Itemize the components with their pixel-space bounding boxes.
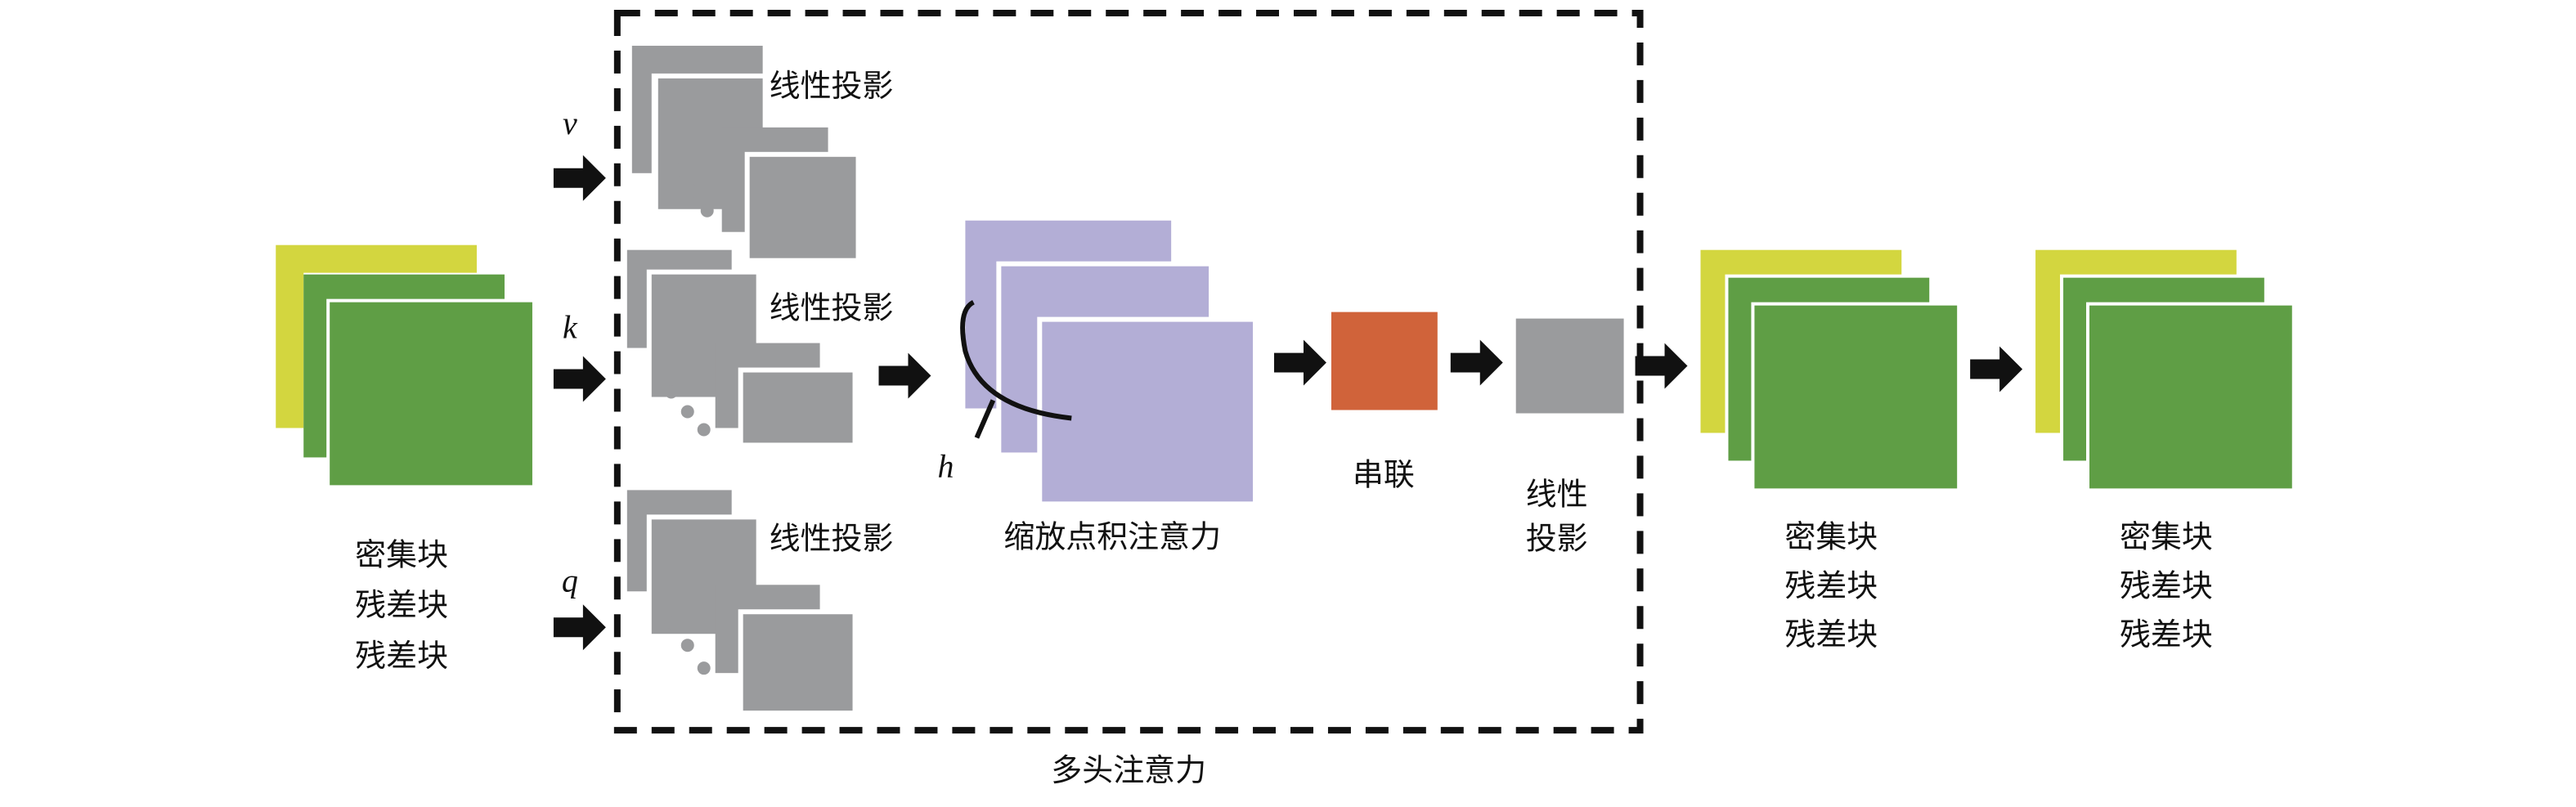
attention-label: 缩放点积注意力 (1003, 518, 1221, 554)
v-projection-stack (631, 45, 861, 267)
heads-brace (960, 299, 1072, 421)
k-label: k (563, 309, 578, 346)
heads-label: h (937, 447, 954, 484)
to-attention-arrow-icon (878, 352, 931, 399)
k-projection-label: 线性投影 (770, 290, 894, 326)
to-concat-arrow-icon (1274, 339, 1326, 386)
input-label-line2: 残差块 (355, 587, 448, 623)
to-output2-arrow-icon (1970, 346, 2023, 392)
input-label-line3: 残差块 (355, 638, 448, 674)
v-label: v (563, 105, 577, 141)
v-arrow-icon (553, 155, 606, 201)
output-feature-stack-1 (1700, 249, 1961, 492)
output1-label-line2: 残差块 (1784, 567, 1878, 603)
concat-block (1331, 312, 1438, 410)
output2-label-line3: 残差块 (2120, 616, 2213, 652)
multihead-label: 多头注意力 (1051, 752, 1206, 788)
q-projection-label: 线性投影 (770, 520, 894, 556)
output1-label-line3: 残差块 (1784, 616, 1878, 652)
output2-label-line2: 残差块 (2120, 567, 2213, 603)
k-arrow-icon (553, 356, 606, 402)
q-projection-stack (626, 490, 858, 716)
output-projection-line2: 投影 (1526, 520, 1588, 556)
to-linear-arrow-icon (1450, 339, 1503, 386)
output-linear-projection-block (1515, 318, 1624, 414)
output-feature-stack-2 (2035, 249, 2296, 492)
concat-label: 串联 (1353, 456, 1415, 492)
output1-label-line1: 密集块 (1784, 518, 1878, 554)
output2-label-line1: 密集块 (2120, 518, 2213, 554)
q-label: q (562, 562, 578, 599)
input-feature-stack (276, 244, 536, 489)
v-projection-label: 线性投影 (770, 68, 894, 104)
q-arrow-icon (553, 604, 606, 651)
input-label-line1: 密集块 (355, 536, 448, 572)
multihead-attention-box (613, 9, 1644, 734)
k-projection-stack (626, 249, 858, 448)
output-projection-line1: 线性 (1526, 476, 1588, 512)
scaled-dot-product-attention-stack (960, 220, 1259, 507)
